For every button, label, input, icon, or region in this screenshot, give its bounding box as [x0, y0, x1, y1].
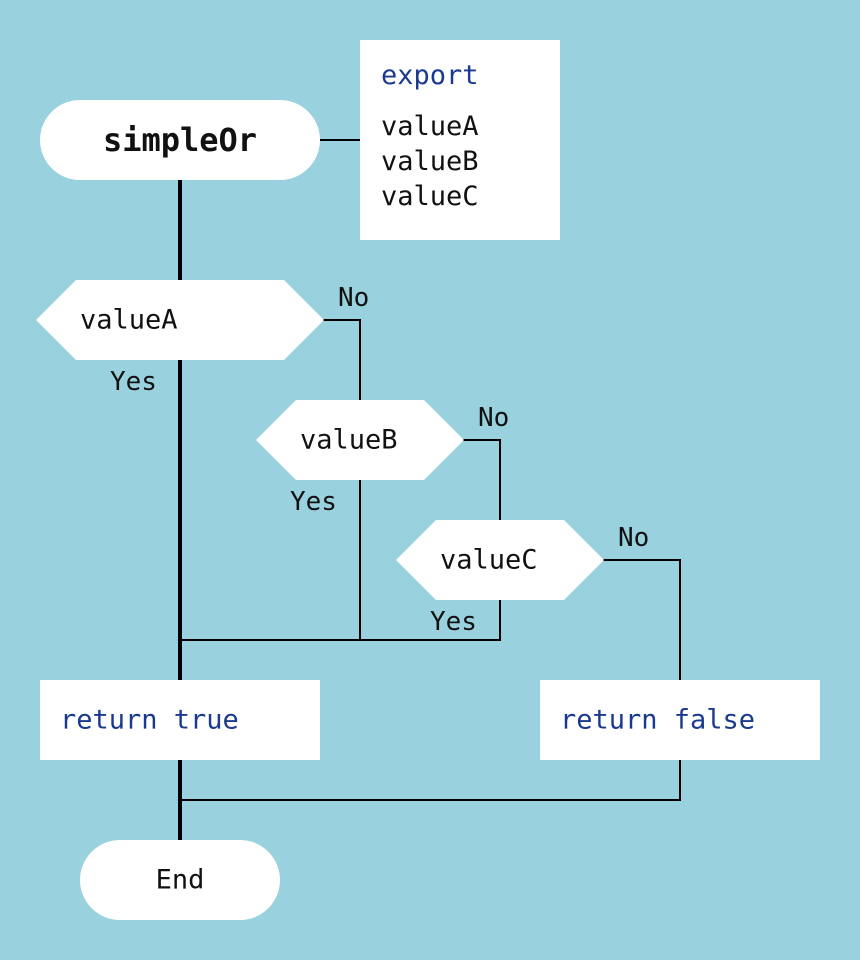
- decision-valueA-label: valueA: [80, 305, 178, 336]
- export-keyword: export: [381, 60, 479, 91]
- decision-valueC-label: valueC: [440, 545, 538, 576]
- return-false-shape: [540, 680, 820, 760]
- valueA-no-connector: [322, 319, 361, 400]
- valueA-yes-label: Yes: [110, 367, 157, 397]
- valueB-no-connector: [462, 439, 501, 520]
- return-false-box: return false: [540, 680, 820, 760]
- start-terminal-shape: [40, 100, 320, 180]
- return-true-shape: [40, 680, 320, 760]
- start-terminal: simpleOr: [40, 100, 320, 180]
- valueC-yes-label: Yes: [430, 607, 477, 637]
- valueC-no-connector: [602, 559, 681, 680]
- export-item: valueB: [381, 146, 479, 177]
- valueC-no-label: No: [618, 523, 649, 553]
- decision-valueA-shape: [36, 280, 324, 360]
- decision-valueA: valueA No Yes: [36, 280, 369, 397]
- return-true-label: return true: [60, 705, 239, 736]
- decision-valueB: valueB No Yes: [256, 400, 509, 517]
- end-label: End: [156, 865, 205, 896]
- decision-valueC-shape: [396, 520, 604, 600]
- decision-valueC: valueC No Yes: [396, 520, 649, 637]
- valueC-yes-connector: [180, 600, 501, 641]
- end-terminal-shape: [80, 840, 280, 920]
- valueB-yes-label: Yes: [290, 487, 337, 517]
- export-box: export valueA valueB valueC: [360, 40, 560, 240]
- export-item: valueA: [381, 111, 479, 142]
- export-box-shape: [360, 40, 560, 240]
- export-item: valueC: [381, 181, 479, 212]
- decision-valueB-label: valueB: [300, 425, 398, 456]
- function-name-label: simpleOr: [103, 121, 257, 159]
- valueB-no-label: No: [478, 403, 509, 433]
- return-false-connector: [180, 760, 681, 801]
- return-true-box: return true: [40, 680, 320, 760]
- end-terminal: End: [80, 840, 280, 920]
- decision-valueB-shape: [256, 400, 464, 480]
- valueA-no-label: No: [338, 283, 369, 313]
- return-false-label: return false: [560, 705, 755, 736]
